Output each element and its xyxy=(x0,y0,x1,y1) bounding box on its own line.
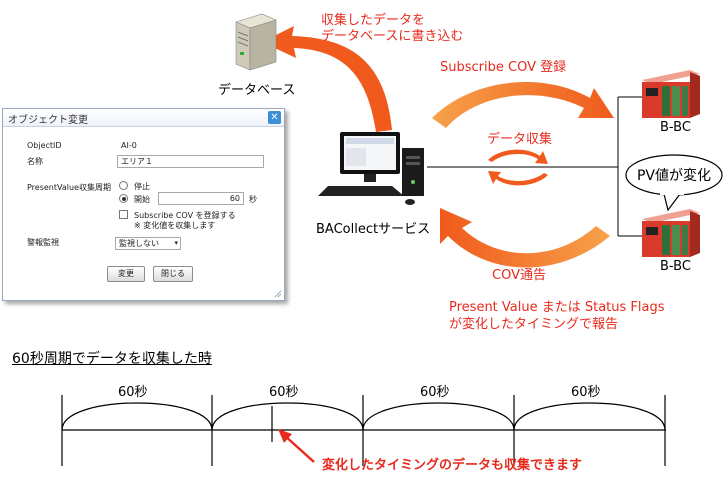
service-label: BACollectサービス xyxy=(316,222,431,237)
radio-stop[interactable] xyxy=(119,181,128,190)
write-db-arrow xyxy=(262,26,392,132)
subscribe-cov-arrow xyxy=(432,81,614,128)
bbc-bottom-label: B-BC xyxy=(660,259,691,274)
resize-grip-icon[interactable] xyxy=(274,290,282,298)
subscribe-note: ※ 変化値を収集します xyxy=(134,221,216,230)
period-unit: 秒 xyxy=(249,195,257,204)
timing-arrow xyxy=(278,429,315,463)
interval-label: 60秒 xyxy=(269,385,299,400)
subscribe-checkbox[interactable] xyxy=(119,210,128,219)
object-id-value: AI-0 xyxy=(121,141,137,150)
controller-icon xyxy=(642,209,700,257)
timeline xyxy=(61,395,666,466)
report-label-2: が変化したタイミングで報告 xyxy=(449,317,619,332)
change-button[interactable]: 変更 xyxy=(107,266,145,282)
bbc-top-label: B-BC xyxy=(660,120,691,135)
radio-stop-label: 停止 xyxy=(134,182,150,191)
interval-label: 60秒 xyxy=(571,385,601,400)
name-input[interactable]: エリア１ xyxy=(117,155,264,168)
close-button[interactable]: 閉じる xyxy=(153,266,193,282)
cov-notify-label: COV通告 xyxy=(492,268,546,283)
timeline-note: 変化したタイミングのデータも収集できます xyxy=(322,458,583,473)
write-db-label-2: データベースに書き込む xyxy=(321,29,464,44)
interval-label: 60秒 xyxy=(420,385,450,400)
timeline-heading: 60秒周期でデータを収集した時 xyxy=(12,351,212,367)
pv-change-text: PV値が変化 xyxy=(636,168,712,184)
alarm-select-value: 監視しない xyxy=(119,239,159,248)
object-change-dialog: オブジェクト変更 ✕ ObjectID AI-0 名称 エリア１ Present… xyxy=(2,108,285,301)
dialog-title: オブジェクト変更 xyxy=(8,115,88,126)
chevron-down-icon: ▾ xyxy=(174,239,178,247)
speech-bubble-shape xyxy=(625,154,723,212)
write-db-label-1: 収集したデータを xyxy=(321,13,426,28)
network-lines xyxy=(427,96,642,237)
name-label: 名称 xyxy=(27,157,43,166)
server-icon xyxy=(235,13,277,71)
database-label: データベース xyxy=(218,83,296,98)
report-label-1: Present Value または Status Flags xyxy=(449,300,665,315)
object-id-label: ObjectID xyxy=(27,141,62,150)
subscribe-label: Subscribe COV を登録する xyxy=(134,211,236,220)
interval-label: 60秒 xyxy=(118,385,148,400)
data-collect-label: データ収集 xyxy=(487,132,553,147)
radio-start-label: 開始 xyxy=(134,195,150,204)
computer-icon xyxy=(318,132,424,205)
period-label: PresentValue収集周期 xyxy=(27,183,111,192)
alarm-label: 警報監視 xyxy=(27,238,59,247)
dialog-titlebar: オブジェクト変更 ✕ xyxy=(3,109,284,127)
controller-icon xyxy=(642,70,700,118)
close-icon[interactable]: ✕ xyxy=(268,111,281,124)
radio-start[interactable] xyxy=(119,194,128,203)
period-input[interactable]: 60 xyxy=(158,192,244,205)
alarm-select[interactable]: 監視しない ▾ xyxy=(115,237,181,250)
data-collect-arrows xyxy=(488,149,548,186)
subscribe-cov-label: Subscribe COV 登録 xyxy=(440,60,567,75)
pv-change-bubble: PV値が変化 xyxy=(626,155,722,195)
cov-notify-arrow xyxy=(440,208,610,268)
